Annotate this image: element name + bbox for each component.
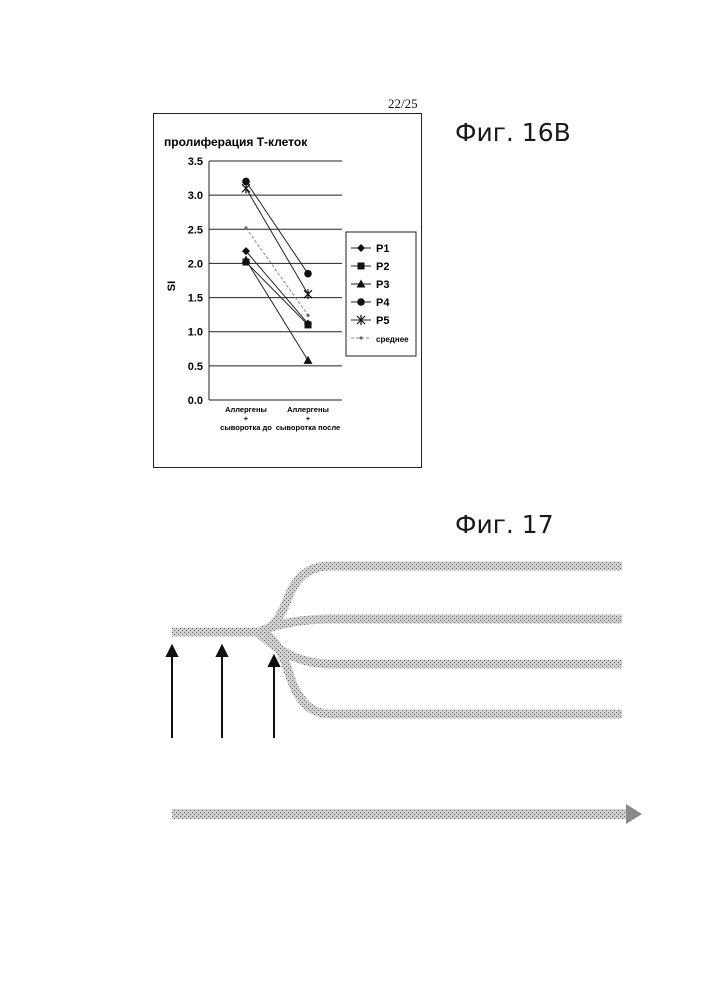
10-pg-treatment-arm	[258, 619, 622, 632]
40-pg-treatment-arm	[258, 632, 622, 714]
baseline-up-arrows	[167, 646, 279, 738]
timeline-arrowhead	[626, 804, 642, 824]
20-pg-treatment-arm	[258, 632, 622, 664]
